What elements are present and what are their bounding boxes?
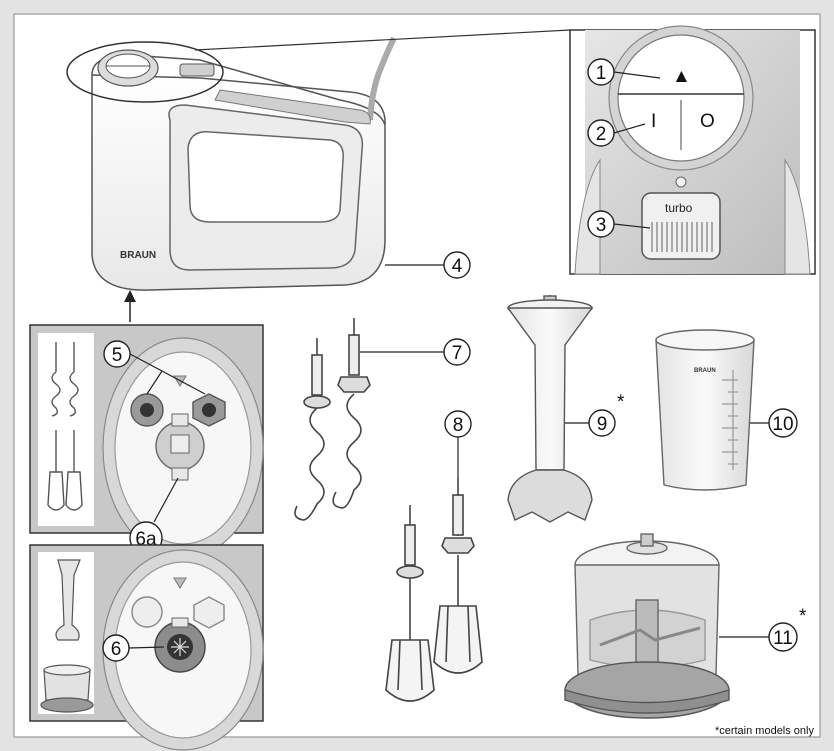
callout-3-label: 3 xyxy=(596,215,607,236)
callout-8 xyxy=(444,410,472,438)
chopper xyxy=(564,533,730,719)
callout-6-label: 6 xyxy=(111,639,122,660)
callout-11-asterisk: * xyxy=(799,606,807,627)
mixer-brand-logo: BRAUN xyxy=(120,250,156,261)
callout-4 xyxy=(443,251,471,279)
mini-blender-shaft xyxy=(55,559,81,641)
mini-beaters xyxy=(47,430,83,511)
callout-4-label: 4 xyxy=(452,256,463,277)
callout-9 xyxy=(588,409,616,437)
footnote: *certain models only xyxy=(714,725,814,737)
callout-11 xyxy=(768,622,798,652)
blender-shaft xyxy=(506,295,594,523)
off-symbol: O xyxy=(700,111,715,132)
callout-7-label: 7 xyxy=(452,343,463,364)
socket-inset-top: 5 xyxy=(29,324,264,559)
hand-mixer: BRAUN xyxy=(66,36,397,291)
callout-2-label: 2 xyxy=(596,124,607,145)
callout-11-label: 11 xyxy=(773,628,793,649)
callout-8-label: 8 xyxy=(453,415,464,436)
on-symbol: I xyxy=(651,111,656,132)
beaters xyxy=(385,478,483,702)
switch-detail-inset: ▲ I O turbo 1 2 3 xyxy=(569,25,816,275)
arrow-head xyxy=(124,290,136,302)
callout-10 xyxy=(768,408,798,438)
socket-inset-bottom: 6 xyxy=(29,544,264,751)
callout-9-label: 9 xyxy=(597,414,608,435)
mini-dough-hooks xyxy=(51,342,79,417)
turbo-label: turbo xyxy=(665,201,693,215)
callout-1-label: 1 xyxy=(596,63,607,84)
callout-6 xyxy=(102,634,130,662)
callout-1 xyxy=(587,58,615,86)
highlight-ellipse xyxy=(66,41,224,103)
callout-10-label: 10 xyxy=(772,414,793,435)
callout-7 xyxy=(443,338,471,366)
callout-3 xyxy=(587,210,615,238)
measuring-beaker: BRAUN xyxy=(655,329,755,491)
leader-to-inset-top xyxy=(194,29,571,51)
mixer-turbo-button xyxy=(179,63,215,77)
mini-chopper xyxy=(40,664,94,713)
turbo-ridges xyxy=(651,222,713,252)
beaker-brand-logo: BRAUN xyxy=(694,368,716,374)
switch-dial xyxy=(617,34,745,162)
callout-9-asterisk: * xyxy=(617,392,625,413)
dough-hooks xyxy=(294,318,371,521)
callout-5-label: 5 xyxy=(112,345,123,366)
eject-symbol: ▲ xyxy=(672,66,691,87)
callout-2 xyxy=(587,119,615,147)
